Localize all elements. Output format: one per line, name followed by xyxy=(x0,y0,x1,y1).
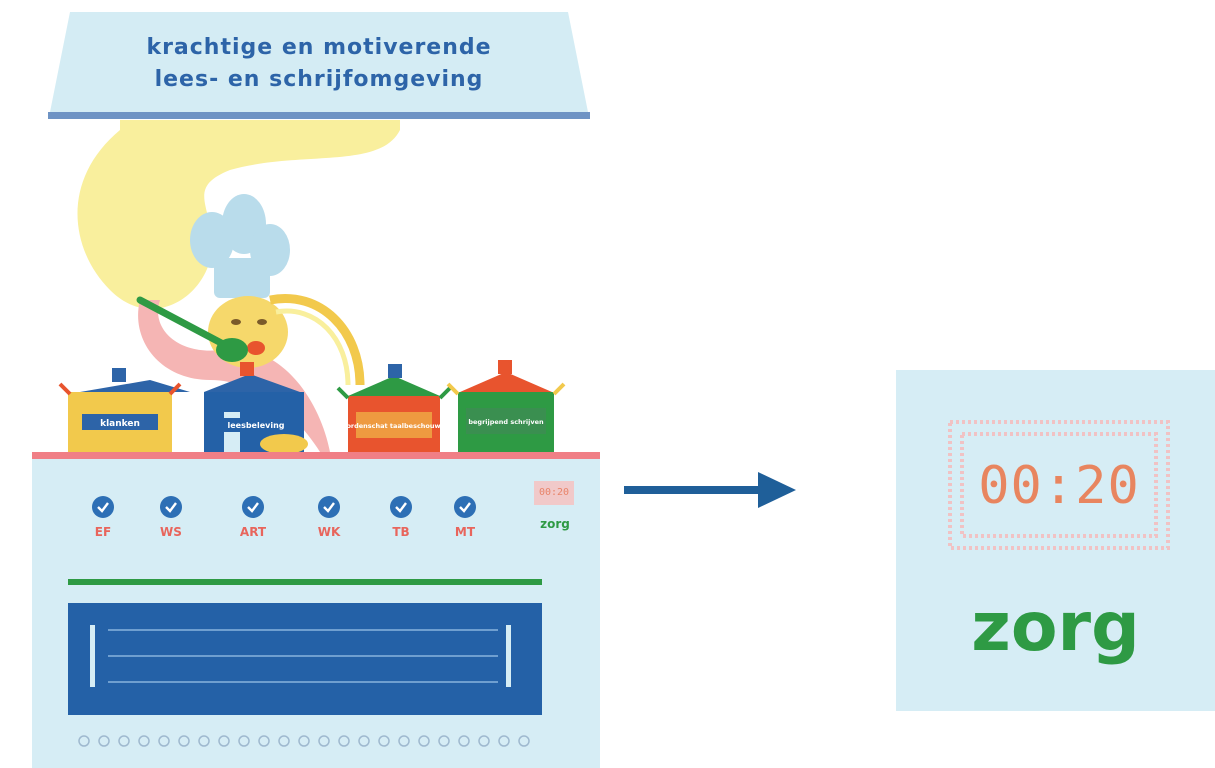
oven-door[interactable] xyxy=(68,603,542,715)
knob-label: EF xyxy=(94,525,112,539)
knob-label: WK xyxy=(317,525,341,539)
stove: EF WS ART WK TB MT 00:20 xyxy=(32,452,600,768)
timer-border xyxy=(948,420,1170,550)
stove-pattern xyxy=(78,735,530,747)
pot-begrijpend: begrijpend schrijven xyxy=(446,360,566,456)
oven-handle xyxy=(90,625,95,687)
stove-divider xyxy=(68,579,542,585)
check-dial-icon xyxy=(92,496,114,518)
knob-tb[interactable]: TB xyxy=(366,495,436,539)
knob-art[interactable]: ART xyxy=(218,495,288,539)
knob-wk[interactable]: WK xyxy=(294,495,364,539)
hood-title-line1: krachtige en motiverende xyxy=(146,35,492,60)
mini-timer: 00:20 xyxy=(534,481,574,505)
knob-label: MT xyxy=(454,525,476,539)
timer-frame: 00:20 xyxy=(948,420,1170,550)
check-dial-icon xyxy=(160,496,182,518)
check-dial-icon xyxy=(390,496,412,518)
oven-window-line xyxy=(108,681,498,683)
hood-shape xyxy=(48,12,590,119)
zorg-label: zorg xyxy=(971,588,1140,667)
rainbow-arc xyxy=(269,294,365,386)
check-dial-icon xyxy=(454,496,476,518)
pot-label: leesbeleving xyxy=(227,421,284,430)
knob-ws[interactable]: WS xyxy=(136,495,206,539)
check-dial-icon xyxy=(318,496,340,518)
knob-label: WS xyxy=(160,525,182,539)
pot-leesbeleving: leesbeleving xyxy=(204,362,308,456)
knob-label: TB xyxy=(392,525,410,539)
pot-label: woordenschat taalbeschouwing xyxy=(336,422,452,430)
oven-handle xyxy=(506,625,511,687)
ladle-icon xyxy=(136,296,248,362)
knob-label: ART xyxy=(239,525,267,539)
check-dial-icon xyxy=(242,496,264,518)
hood-title-line2: lees- en schrijfomgeving xyxy=(154,67,484,92)
knob-mt[interactable]: MT xyxy=(430,495,500,539)
pink-swirl xyxy=(138,300,330,452)
pot-woordenschat: woordenschat taalbeschouwing xyxy=(336,364,452,456)
pot-klanken: klanken xyxy=(58,368,190,456)
mini-zorg-label: zorg xyxy=(540,517,570,531)
zoom-panel: 00:20 zorg xyxy=(896,370,1215,711)
kitchen-illustration: klanken leesbeleving woordenschat taalbe… xyxy=(58,120,566,456)
timer-display: 00:20 xyxy=(978,456,1140,516)
pot-label: begrijpend schrijven xyxy=(468,418,544,426)
steam-plume xyxy=(77,120,400,309)
hood-title: krachtige en motiverende lees- en schrij… xyxy=(48,32,590,96)
arrow-right-icon xyxy=(624,472,796,508)
oven-window-line xyxy=(108,629,498,631)
hood-banner: krachtige en motiverende lees- en schrij… xyxy=(48,12,590,120)
pot-label: klanken xyxy=(100,419,140,429)
oven-window-line xyxy=(108,655,498,657)
knob-ef[interactable]: EF xyxy=(68,495,138,539)
chef-hat-icon xyxy=(190,194,290,298)
